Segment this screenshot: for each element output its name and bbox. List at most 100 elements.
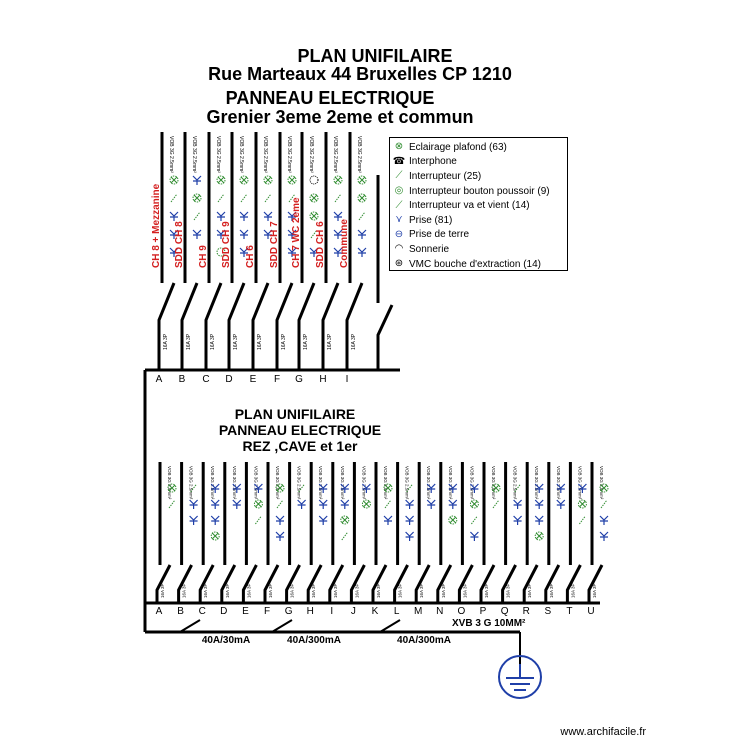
socket-icon [318, 483, 328, 493]
breaker-switch [501, 564, 517, 603]
push-button-icon [216, 247, 226, 257]
breaker-label: 16A 3P [484, 583, 489, 598]
cable-label: VOB 3G 2.5mm² [318, 466, 323, 500]
switch-icon [264, 193, 272, 203]
cable-label: VOB 3G 2.5mm² [308, 136, 314, 173]
socket-icon [232, 483, 242, 493]
ceiling-light-icon [210, 531, 220, 541]
socket-icon: ⋎ [395, 214, 403, 226]
ceiling-light-icon [253, 499, 263, 509]
legend-label: VMC bouche d'extraction (14) [409, 258, 541, 270]
socket-icon [340, 499, 350, 509]
socket-icon [192, 229, 202, 239]
socket-icon [192, 175, 202, 185]
breaker-switch [251, 282, 270, 370]
ceiling-light-icon: ⊗ [394, 141, 404, 153]
ceiling-light-icon [309, 211, 319, 221]
ceiling-light-icon [310, 212, 318, 220]
circuit-name: SDD CH 6 [315, 221, 326, 268]
socket-icon [556, 499, 566, 509]
circuit-letter: G [295, 374, 303, 385]
socket-icon [333, 247, 343, 257]
circuit-letter: L [394, 606, 400, 617]
socket-icon [534, 483, 544, 493]
cable-label: VOB 3G 2.5mm² [340, 466, 345, 500]
cable-label: VOB 3G 2.5mm² [167, 466, 172, 500]
breaker-switch [275, 282, 294, 370]
cable-label: VOB 3G 2.5mm² [491, 466, 496, 500]
ceiling-light-icon [577, 499, 587, 509]
breaker-label: 16A 3P [257, 333, 263, 350]
socket-icon [577, 483, 587, 493]
cable-label: VOB 3G 2.5mm² [215, 136, 221, 173]
legend-item: ⟋Interrupteur (25) [393, 169, 567, 184]
breaker-label: 16A 3P [549, 583, 554, 598]
ceiling-light-icon [240, 176, 248, 184]
ceiling-light-icon [216, 175, 226, 185]
circuit-letter: D [220, 606, 227, 617]
main-cable-label: XVB 3 G 10MM² [452, 618, 526, 629]
breaker-switch [345, 282, 364, 370]
socket-icon [263, 211, 273, 221]
breaker-switch [157, 282, 176, 370]
ceiling-light-icon [384, 484, 392, 492]
switch-icon [288, 193, 296, 203]
title-panel-2: PANNEAU ELECTRIQUE [218, 422, 382, 438]
breaker-switch [321, 282, 340, 370]
socket-icon [426, 499, 436, 509]
switch-icon [579, 515, 586, 525]
breaker-switch [414, 564, 431, 603]
circuit-letter: B [177, 606, 184, 617]
breaker-switch [479, 564, 496, 603]
breaker-switch [155, 564, 172, 603]
ceiling-light-icon [169, 175, 179, 185]
ceiling-light-icon [263, 175, 273, 185]
socket-icon [275, 515, 285, 525]
circuit-letter: K [372, 606, 379, 617]
cable-label: VOB 3G 2.5mm² [232, 466, 237, 500]
circuit-letter: C [202, 374, 209, 385]
socket-icon [239, 247, 249, 257]
breaker-switch [263, 564, 280, 603]
switch-icon [217, 193, 225, 203]
ceiling-light-icon [449, 516, 457, 524]
title-plan-unifilaire: PLAN UNIFILAIRE [297, 46, 453, 66]
socket-icon [357, 229, 367, 239]
socket-icon [189, 499, 199, 509]
breaker-switch [297, 282, 316, 370]
circuit-letter: E [250, 374, 257, 385]
ceiling-light-icon [309, 193, 319, 203]
breaker-label: 16A 3P [182, 583, 187, 598]
cable-label: VOB 3G 2.5mm² [577, 466, 582, 500]
legend-item: ◎Interrupteur bouton poussoir (9) [393, 184, 567, 199]
ceiling-light-icon [334, 176, 342, 184]
switch-icon [276, 499, 284, 509]
switch-icon [298, 483, 305, 493]
circuit-letter: C [199, 606, 206, 617]
breaker-label: 16A 3P [376, 583, 381, 598]
earth-icon [498, 655, 542, 699]
socket-icon [210, 483, 220, 493]
circuit-letter: G [285, 606, 293, 617]
breaker-switch [457, 564, 474, 603]
socket-icon [333, 211, 343, 221]
breaker-switch [544, 564, 561, 603]
socket-icon [253, 483, 263, 493]
ceiling-light-icon [211, 532, 219, 540]
switch-icon [334, 193, 342, 203]
title-plan-unifilaire-2: PLAN UNIFILAIRE [234, 406, 356, 422]
breaker-label: 16A 3P [225, 583, 230, 598]
socket-icon [405, 499, 415, 509]
breaker-label: 16A 3P [398, 583, 403, 598]
legend-label: Sonnerie [409, 243, 450, 255]
ceiling-light-icon [287, 175, 297, 185]
cable-label: VOB 3G 2.5mm² [469, 466, 474, 500]
breaker-label: 16A 3P [203, 583, 208, 598]
socket-icon [361, 483, 371, 493]
socket-icon [534, 515, 544, 525]
switch-icon [310, 229, 318, 239]
ceiling-light-icon [469, 499, 479, 509]
circuit-letter: F [274, 374, 280, 385]
breaker-switch [436, 564, 453, 603]
ceiling-light-icon [358, 194, 366, 202]
